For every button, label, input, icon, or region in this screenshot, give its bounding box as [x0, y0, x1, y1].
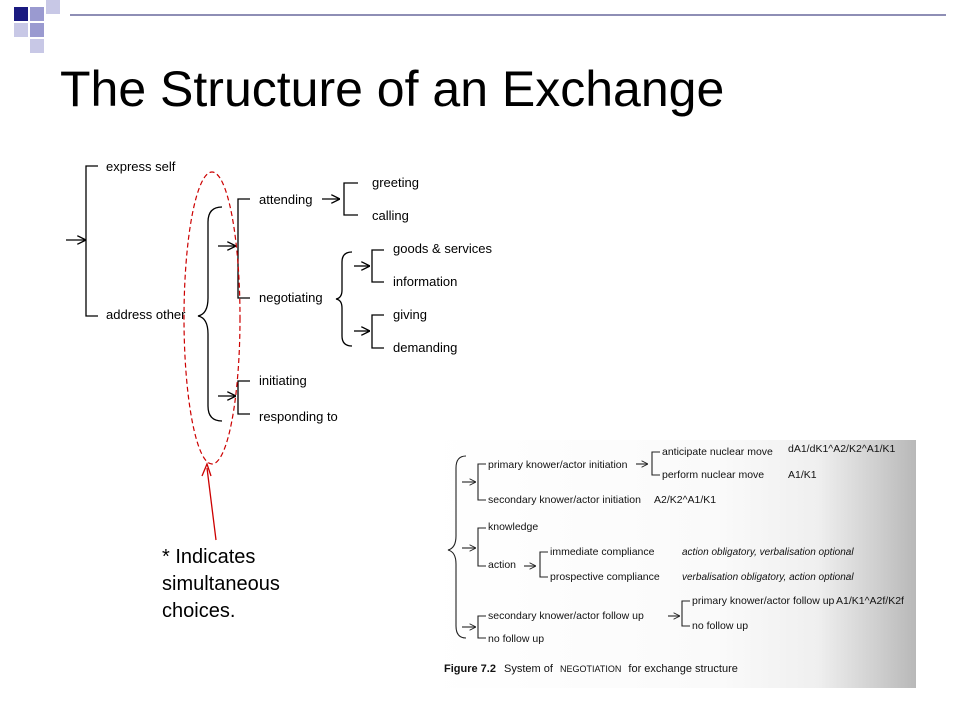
fig-perform-code: A1/K1 [788, 469, 817, 481]
fig-knowledge: knowledge [488, 521, 538, 533]
label-express-self: express self [106, 159, 176, 174]
fig-no-follow-up: no follow up [488, 633, 544, 645]
slide-title: The Structure of an Exchange [60, 61, 725, 117]
fig-primary-fu-code: A1/K1^A2f/K2f [836, 595, 904, 607]
note-line-3: choices. [162, 600, 236, 622]
fig-caption-smallcaps: NEGOTIATION [560, 664, 621, 674]
note-line-2: simultaneous [162, 573, 280, 595]
label-greeting: greeting [372, 175, 419, 190]
fig-immediate: immediate compliance [550, 546, 655, 558]
fig-primary-ki: primary knower/actor initiation [488, 459, 628, 471]
fig-no-follow-up-2: no follow up [692, 620, 748, 632]
simultaneous-brace [197, 206, 223, 422]
fig-secondary-fu: secondary knower/actor follow up [488, 610, 644, 622]
fig-secondary-ki-code: A2/K2^A1/K1 [654, 494, 716, 506]
label-goods-services: goods & services [393, 241, 492, 256]
annotation-arrow [206, 467, 217, 541]
bracket-attending-negotiating [237, 198, 250, 299]
label-initiating: initiating [259, 373, 307, 388]
fig-action: action [488, 559, 516, 571]
bracket-root [85, 165, 98, 317]
figure-7-2-scan: primary knower/actor initiation secondar… [428, 440, 916, 688]
label-calling: calling [372, 208, 409, 223]
fig-caption-after: for exchange structure [628, 663, 737, 675]
label-demanding: demanding [393, 340, 457, 355]
fig-anticipate: anticipate nuclear move [662, 446, 773, 458]
fig-immediate-note: action obligatory, verbalisation optiona… [682, 547, 854, 558]
fig-perform: perform nuclear move [662, 469, 764, 481]
label-information: information [393, 274, 457, 289]
fig-anticipate-code: dA1/dK1^A2/K2^A1/K1 [788, 443, 896, 455]
fig-prospective-note: verbalisation obligatory, action optiona… [682, 572, 854, 583]
label-responding-to: responding to [259, 409, 338, 424]
fig-caption-figure: Figure 7.2 [444, 663, 496, 675]
fig-caption-before: System of [504, 663, 554, 675]
simultaneous-choice-ellipse [183, 171, 241, 465]
header-rule [70, 14, 946, 16]
fig-primary-fu: primary knower/actor follow up [692, 595, 835, 607]
label-giving: giving [393, 307, 427, 322]
fig-caption: Figure 7.2 System of NEGOTIATION for exc… [444, 663, 738, 675]
fig-secondary-ki: secondary knower/actor initiation [488, 494, 641, 506]
annotation-note: * Indicates simultaneous choices. [162, 544, 280, 625]
label-negotiating: negotiating [259, 290, 323, 305]
label-attending: attending [259, 192, 313, 207]
fig-prospective: prospective compliance [550, 571, 660, 583]
label-address-other: address other [106, 307, 186, 322]
note-line-1: * Indicates [162, 546, 256, 568]
